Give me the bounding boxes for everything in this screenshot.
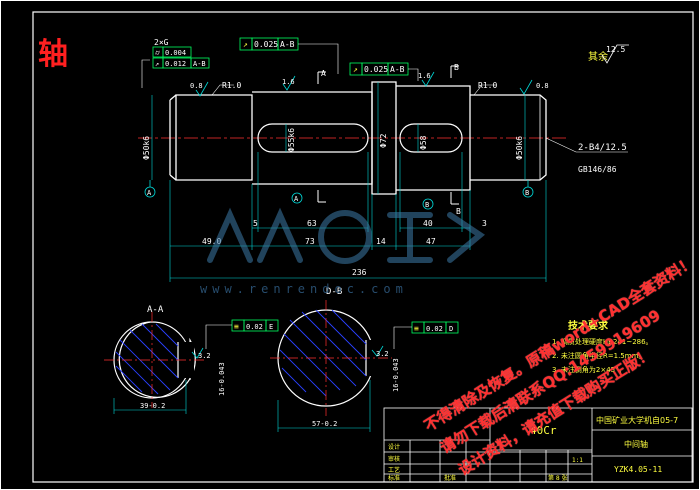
drawing-frame [32,11,694,483]
svg-text:D-B: D-B [326,287,342,297]
dim-40: 40 [423,219,433,228]
svg-text:1. 调质处理硬度HB241~286。: 1. 调质处理硬度HB241~286。 [552,337,653,346]
section-marks: A B B [317,63,461,216]
svg-text:3. 未注倒角为2×45°。: 3. 未注倒角为2×45°。 [552,365,626,374]
runout-tolerance-top: ↗ 0.025 A-B [239,37,339,74]
svg-text:⌭: ⌭ [155,49,160,57]
svg-text:2×G: 2×G [154,38,169,47]
material-label: 40Cr [530,424,557,437]
school-label: 中国矿业大学机自05-7 [596,415,678,425]
svg-text:E: E [269,323,273,331]
dim-left-keyseat: Φ55k6 [287,128,296,152]
watermark-logo [207,207,486,264]
svg-text:↗: ↗ [155,60,159,68]
title-block [383,407,693,483]
svg-text:2-B4/12.5: 2-B4/12.5 [578,143,627,153]
thread-note: 2-B4/12.5 GB146/86 [545,137,628,174]
svg-text:0.004: 0.004 [165,49,186,57]
part-name: 中间轴 [624,439,648,449]
drawing-number: YZK4.05-11 [614,465,662,474]
row-label-design: 设计 [388,443,400,451]
svg-text:B: B [454,63,459,72]
length-dimensions [169,152,547,282]
dim-right-keyseat: Φ58 [419,135,428,150]
svg-text:≡: ≡ [414,324,419,333]
svg-text:技术要求: 技术要求 [568,319,609,332]
section-bb: D-B ≡ 0.02 D 3.2 16-0.043 57-0.2 [270,287,459,432]
stamp-character: 轴 [38,37,68,72]
dim-3: 3 [482,219,487,228]
dim-236: 236 [352,268,367,277]
section-aa: A-A ≡ 0.02 E 3.2 16-0.043 39-0.2 [104,305,279,414]
svg-text:0.8: 0.8 [536,82,549,90]
dim-73: 73 [305,237,315,246]
svg-text:57-0.2: 57-0.2 [312,420,337,428]
svg-text:A: A [294,195,299,203]
svg-text:A-A: A-A [147,305,164,315]
dim-47: 47 [426,237,436,246]
svg-text:2. 未注圆角半径R=1.5mm。: 2. 未注圆角半径R=1.5mm。 [552,351,645,360]
scale-label: 1:1 [572,457,583,464]
svg-text:↗: ↗ [243,40,248,49]
dim-5: 5 [253,219,258,228]
svg-text:A-B: A-B [280,40,295,49]
svg-text:R1.0: R1.0 [478,81,497,90]
svg-text:16-0.043: 16-0.043 [218,362,226,396]
svg-text:1.6: 1.6 [282,78,295,86]
dim-left-journal: Φ50k6 [142,136,151,160]
surface-finish-rest: 其余 12.5 [588,44,629,64]
svg-text:B: B [425,201,429,209]
svg-text:D: D [449,325,453,333]
form-tolerance-frame: 2×G ⌭ 0.004 ↗ 0.012 A-B [141,38,210,88]
dim-right-journal: Φ50k6 [515,136,524,160]
svg-text:0.025: 0.025 [364,65,388,74]
svg-text:12.5: 12.5 [606,45,625,54]
svg-text:A: A [321,69,326,78]
svg-text:GB146/86: GB146/86 [578,165,617,174]
runout-tolerance-mid: ↗ 0.025 A-B [349,62,419,81]
svg-text:A: A [147,189,152,197]
svg-text:0.02: 0.02 [426,325,443,333]
svg-text:3.2: 3.2 [376,350,389,358]
row-label-review: 审核 [388,455,400,463]
sheet-label: 第 8 张 [548,474,568,482]
svg-text:0.012: 0.012 [165,60,186,68]
shaft-main-view: R1.0 R1.0 0.8 1.6 1.6 0.8 [138,71,568,195]
svg-text:其余: 其余 [588,50,608,63]
technical-requirements: 技术要求 1. 调质处理硬度HB241~286。 2. 未注圆角半径R=1.5m… [552,319,653,374]
dim-14: 14 [376,237,386,246]
svg-text:0.025: 0.025 [254,40,278,49]
svg-text:B: B [456,207,461,216]
svg-text:0.02: 0.02 [246,323,263,331]
dim-63: 63 [307,219,317,228]
svg-text:R1.0: R1.0 [222,81,241,90]
svg-text:A-B: A-B [390,65,405,74]
svg-text:3.2: 3.2 [198,352,211,360]
svg-text:39-0.2: 39-0.2 [140,402,165,410]
svg-text:B: B [525,189,529,197]
datum-a: A [144,180,156,198]
svg-text:0.8: 0.8 [190,82,203,90]
svg-text:1.6: 1.6 [418,72,431,80]
svg-text:16-0.043: 16-0.043 [392,358,400,392]
datum-markers-center: A B [291,192,434,210]
svg-text:↗: ↗ [353,65,358,74]
dim-collar: Φ72 [379,133,388,148]
row-label-approve: 批准 [444,474,456,482]
row-label-standard: 标准 [388,474,400,482]
dim-49: 49.0 [202,237,221,246]
row-label-process: 工艺 [388,466,400,474]
svg-text:≡: ≡ [234,322,239,331]
watermark-site: www.renrendoc.com [200,282,408,296]
datum-b: B [522,180,534,198]
svg-text:A-B: A-B [193,60,206,68]
